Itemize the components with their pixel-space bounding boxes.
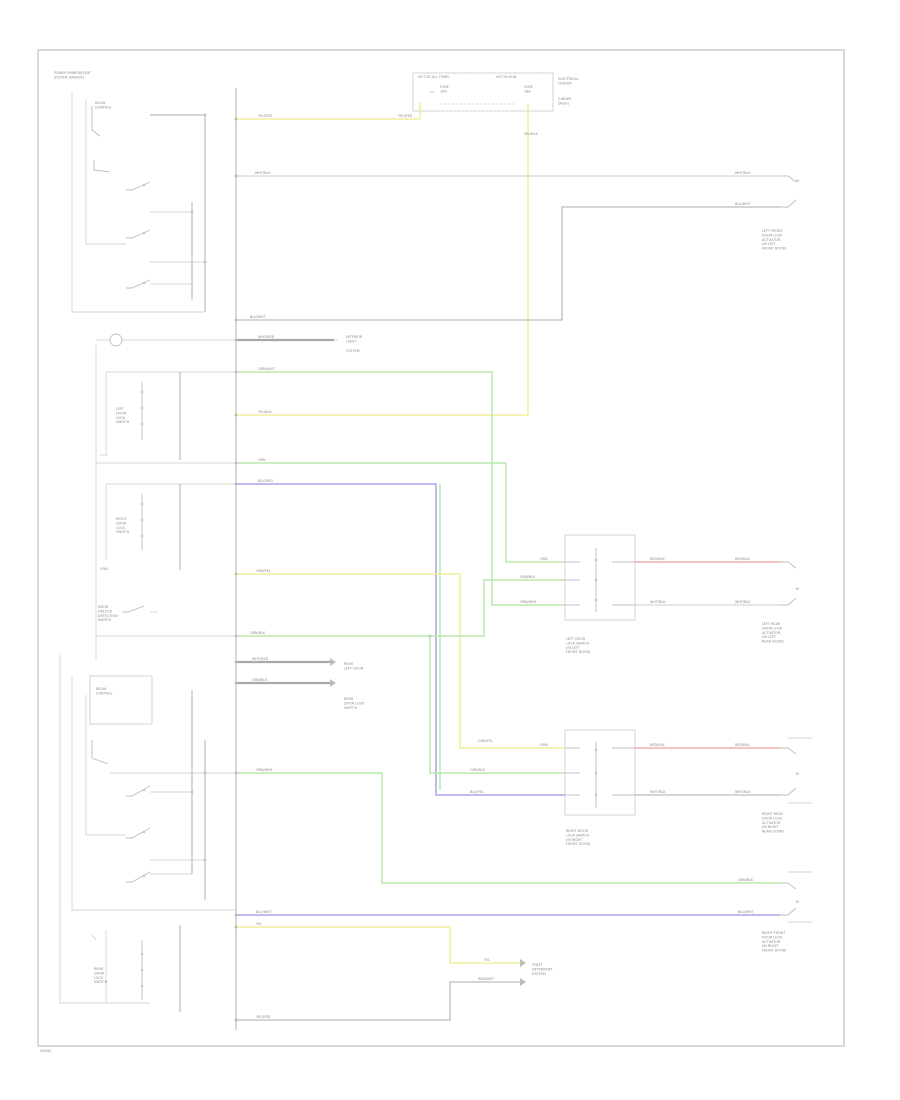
connector-pin-marks [234,117,238,1022]
wire-label-wht-blk-4: WHT/BLK [650,790,666,794]
wire-label-wht-red-2: WHT/RED [252,657,269,661]
wire-label-wht-red: WHT/RED [258,335,275,339]
interior-light-connector [95,333,236,660]
wire-yel-red-theft [236,981,520,1021]
wire-label-blu-wht-right: BLU/WHT [735,202,752,206]
label-hot-at-all-times: HOT AT ALL TIMES [418,75,449,79]
wire-label-grn-blk-3: GRN/BLK [738,878,754,882]
wire-label-grn-wht-2: GRN/WHT [256,768,274,772]
wire-label-yel-red-2: YEL/RED [398,114,413,118]
wire-label-grn-yel: GRN/YEL [256,569,271,573]
diagram-frame [37,49,845,1047]
wire-label-red-blk-2: RED/BLK [735,557,750,561]
wire-label-grn-3: GRN [540,743,548,747]
svg-text:M: M [796,587,799,591]
wire-label-wht-blk-right: WHT/BLK [735,171,751,175]
wire-grn-yel [236,573,565,749]
wire-label-yel: YEL [256,922,262,926]
relay-control-switch-block-upper [71,92,207,313]
wire-grn-blk-drop [429,636,565,774]
label-interior-light-sub: SYSTEM [346,349,360,353]
wire-label-wht-blk-2: WHT/BLK [650,600,666,604]
wire-label-grn-wht: GRN/WHT [258,367,276,371]
label-hot-in-run: HOT IN RUN [496,75,517,79]
wire-grn-wht-left [236,371,565,606]
wire-grn-left [236,462,565,563]
wire-label-blu-wht-3: BLU/WHT [738,910,755,914]
wire-yel-theft [236,926,520,964]
wire-label-red-blk-3: RED/BLK [650,743,665,747]
wire-label-wht-blk-5: WHT/BLK [735,790,751,794]
svg-text:M: M [796,179,799,183]
wire-label-grn-blk-4: GRN/BLK [520,575,536,579]
wire-label-grn: GRN [258,458,266,462]
wire-label-yel-red-1: YEL/RED [258,114,273,118]
wire-label-red-blk-4: RED/BLK [735,743,750,747]
wire-label-blu-yel: BLU/YEL [470,790,484,794]
wire-label-grn-blk-right: GRN/BLK [470,768,486,772]
wire-label-grn-wht-left: GRN/WHT [520,600,538,604]
wire-label-red-wht: RED/WHT [478,977,495,981]
wire-label-grn-2: GRN [540,557,548,561]
wire-grn-wht-lower [236,772,780,884]
wire-label-yel-red: YEL/RED [256,1015,271,1019]
svg-text:M: M [796,772,799,776]
svg-text:M: M [796,900,799,904]
wire-label-yel-blk-2: YEL/BLK [258,410,272,414]
wire-label-yel-2: YEL [484,958,490,962]
footer-code: G0000 [40,1049,51,1053]
wire-label-yel-blk: YEL/BLK [524,132,538,136]
label-switch-side: (SW) [100,567,109,571]
upper-wires: YEL/RED YEL/RED YEL/BLK WHT/BLK WHT/BLK … [236,102,780,416]
wire-label-grn-yel-right: GRN/YEL [478,739,493,743]
wire-label-blu-wht-2: BLU/WHT [256,910,273,914]
wire-label-blu-wht: BLU/WHT [250,315,267,319]
wire-label-grn-blk-2: GRN/BLK [252,678,268,682]
wire-grn-blk [236,579,565,637]
wire-label-blu-red: BLU/RED [258,479,273,483]
wire-label-red-blk: RED/BLK [650,557,665,561]
wire-label-grn-blk: GRN/BLK [250,631,266,635]
wire-blu-red [236,483,565,796]
wire-label-wht-blk-3: WHT/BLK [735,600,751,604]
wire-label-wht-blk-1: WHT/BLK [255,171,271,175]
